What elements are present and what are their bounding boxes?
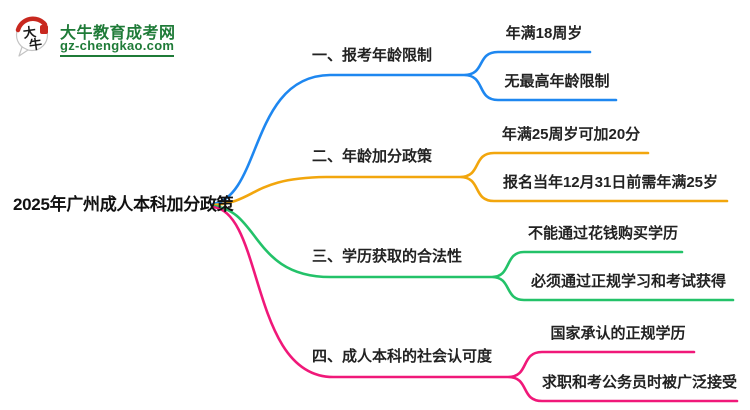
branch-2-label: 二、年龄加分政策 [312,148,433,165]
branch1-connector [211,50,618,206]
branch-4-child-1: 国家承认的正规学历 [550,325,686,342]
branch-1-label: 一、报考年龄限制 [312,47,433,64]
site-domain: gz-chengkao.com [60,38,175,57]
branch-4-child-2: 求职和考公务员时被广泛接受 [542,374,738,391]
branch2-connector [211,151,729,207]
branch-3-label: 三、学历获取的合法性 [312,248,463,265]
branch-1-child-1: 年满18周岁 [505,25,583,42]
branch-2-child-1: 年满25周岁可加20分 [501,126,641,143]
red-arc-icon [15,16,48,33]
branch-3-child-2: 必须通过正规学习和考试获得 [530,273,726,290]
branch-4-label: 四、成人本科的社会认可度 [312,348,493,365]
red-seal-icon [40,25,48,34]
branch-1-child-2: 无最高年龄限制 [504,73,610,90]
branch3-connector [211,204,735,302]
daniu-logo-icon: 大 牛 [14,14,56,60]
logo-bubble-icon [15,16,49,57]
branch-2-child-2: 报名当年12月31日前需年满25岁 [502,174,719,191]
root-topic: 2025年广州成人本科加分政策 [13,195,234,214]
site-name: 大牛教育成考网 [60,25,176,42]
branch-3-child-1: 不能通过花钱购买学历 [527,225,678,242]
site-logo: 大 牛 大牛教育成考网 gz-chengkao.com [14,12,175,60]
branch4-connector [211,205,739,403]
